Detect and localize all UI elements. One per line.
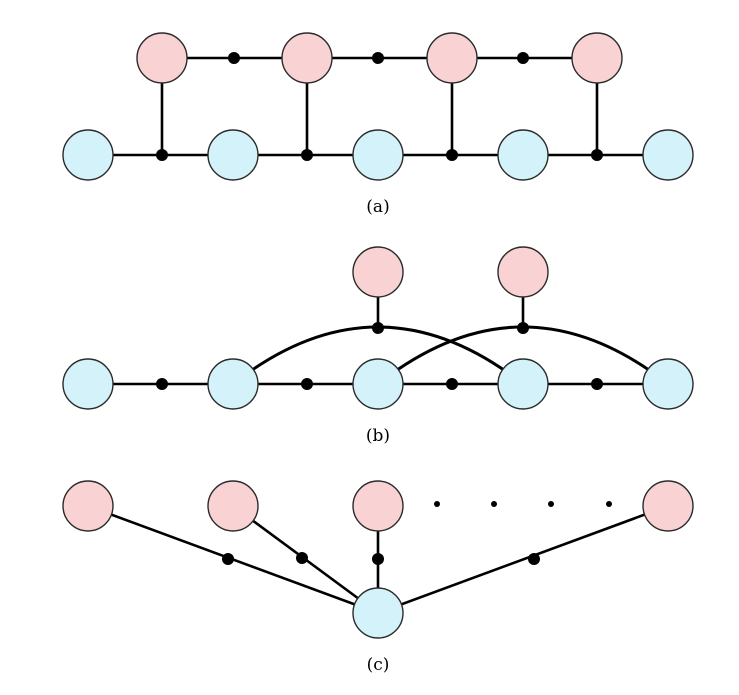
junction-dot bbox=[446, 149, 458, 161]
edge bbox=[377, 504, 669, 615]
blue-node bbox=[497, 358, 549, 410]
pink-node bbox=[281, 32, 333, 84]
panel-a: (a) bbox=[62, 32, 694, 217]
junction-dot bbox=[517, 52, 529, 64]
pink-node bbox=[426, 32, 478, 84]
junction-dot bbox=[296, 552, 308, 564]
ellipsis-dot bbox=[434, 501, 440, 507]
pink-node bbox=[136, 32, 188, 84]
junction-dot bbox=[222, 553, 234, 565]
blue-node bbox=[207, 129, 259, 181]
blue-node bbox=[642, 358, 694, 410]
junction-dot bbox=[591, 149, 603, 161]
ellipsis-dot bbox=[606, 501, 612, 507]
blue-node bbox=[352, 358, 404, 410]
pink-node bbox=[352, 480, 404, 532]
junction-dot bbox=[591, 378, 603, 390]
junction-dot bbox=[156, 378, 168, 390]
junction-dot bbox=[301, 378, 313, 390]
caption-a: (a) bbox=[366, 197, 389, 217]
pink-node bbox=[642, 480, 694, 532]
junction-dot bbox=[372, 553, 384, 565]
junction-dot bbox=[156, 149, 168, 161]
junction-dot bbox=[517, 322, 529, 334]
pink-node bbox=[62, 480, 114, 532]
blue-node bbox=[352, 129, 404, 181]
blue-node bbox=[207, 358, 259, 410]
junction-dot bbox=[301, 149, 313, 161]
blue-node bbox=[62, 129, 114, 181]
caption-b: (b) bbox=[366, 426, 390, 446]
pink-node bbox=[207, 480, 259, 532]
pink-node bbox=[497, 246, 549, 298]
junction-dot bbox=[528, 553, 540, 565]
ellipsis-dot bbox=[548, 501, 554, 507]
blue-node bbox=[642, 129, 694, 181]
junction-dot bbox=[228, 52, 240, 64]
pink-node bbox=[571, 32, 623, 84]
blue-node bbox=[62, 358, 114, 410]
caption-c: (c) bbox=[367, 655, 390, 675]
panel-b: (b) bbox=[62, 246, 694, 446]
panel-c: (c) bbox=[62, 480, 694, 675]
junction-dot bbox=[372, 52, 384, 64]
junction-dot bbox=[446, 378, 458, 390]
junction-dot bbox=[372, 322, 384, 334]
blue-hub-node bbox=[352, 587, 404, 639]
blue-node bbox=[497, 129, 549, 181]
pink-node bbox=[352, 246, 404, 298]
ellipsis-dot bbox=[491, 501, 497, 507]
